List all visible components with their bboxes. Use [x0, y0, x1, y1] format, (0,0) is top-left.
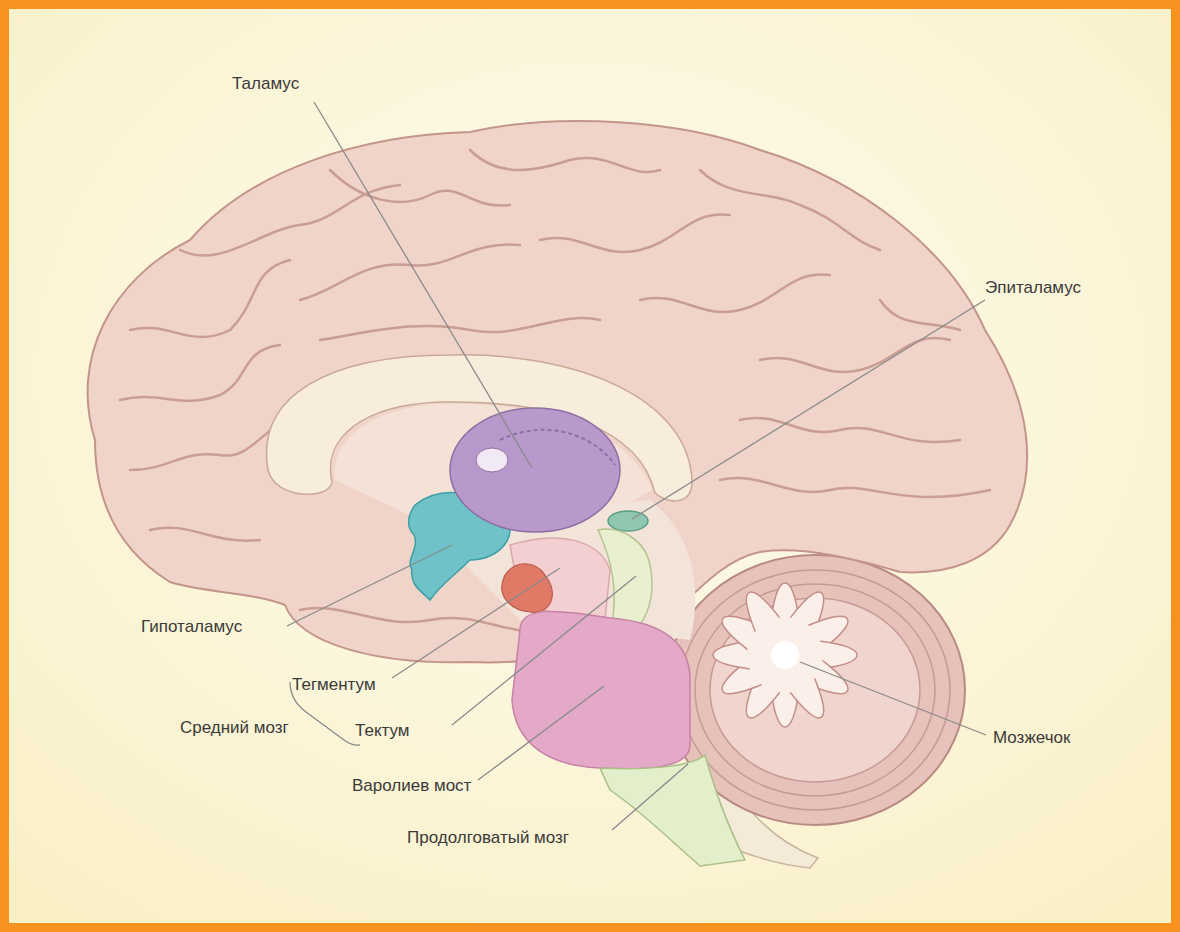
medulla — [600, 755, 745, 866]
epithalamus — [608, 511, 648, 531]
part-label: Варолиев мост — [352, 776, 471, 796]
pons — [512, 611, 690, 768]
thalamus — [450, 408, 620, 532]
thalamus-detail — [500, 430, 615, 465]
part-label: Эпиталамус — [985, 278, 1081, 298]
cerebrum — [88, 121, 1028, 662]
part-label: Средний мозг — [180, 718, 289, 738]
part-label: Тектум — [355, 721, 410, 741]
leader-lines — [287, 102, 986, 830]
tectum — [598, 529, 652, 625]
mammillary-body — [502, 564, 552, 613]
part-label: Тегментум — [292, 675, 376, 695]
part-label: Мозжечок — [993, 728, 1070, 748]
background — [9, 9, 1171, 923]
part-label: Таламус — [232, 74, 299, 94]
gyri — [120, 150, 990, 632]
part-label: Продолговатый мозг — [407, 828, 569, 848]
thalamus-detail — [476, 448, 508, 472]
part-label: Гипоталамус — [141, 617, 242, 637]
